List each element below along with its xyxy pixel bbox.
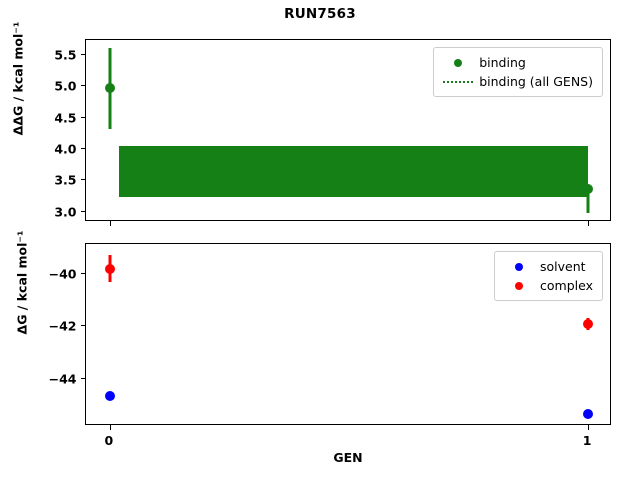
y-tick-mark: 4.5 <box>54 110 86 125</box>
y-tick-label: −42 <box>48 318 77 334</box>
top-y-axis-label: ΔΔG / kcal mol⁻¹ <box>10 21 26 136</box>
bottom-panel-axes: −40 −42 −44 solvent complex <box>49 243 611 430</box>
bottom-panel-legend[interactable]: solvent complex <box>494 251 603 301</box>
y-tick-label: 5.5 <box>54 47 77 63</box>
x-tick-mark <box>109 424 111 430</box>
legend-item-solvent: solvent <box>502 257 593 276</box>
binding-all-gens-band <box>119 146 589 197</box>
y-tick-label: 4.5 <box>54 110 77 126</box>
legend-label-solvent: solvent <box>540 259 586 274</box>
figure-title: RUN7563 <box>284 6 356 22</box>
legend-label-complex: complex <box>540 278 593 293</box>
top-panel-legend[interactable]: binding binding (all GENS) <box>433 47 603 97</box>
legend-label-binding-all-gens: binding (all GENS) <box>479 74 593 89</box>
bottom-plot-area <box>86 244 610 424</box>
y-tick-label: 5.0 <box>54 78 77 94</box>
y-tick-mark: 5.5 <box>54 47 86 62</box>
binding-marker-icon <box>441 58 475 67</box>
top-plot-area <box>86 40 610 220</box>
y-tick-label: 4.0 <box>54 141 77 157</box>
complex-marker-icon <box>502 281 536 290</box>
data-point-marker <box>104 391 115 402</box>
legend-label-binding: binding <box>479 55 526 70</box>
x-tick-mark <box>588 220 590 226</box>
y-tick-mark: −42 <box>49 319 86 334</box>
y-tick-mark: 5.0 <box>54 79 86 94</box>
y-tick-label: 3.5 <box>54 172 77 188</box>
top-panel-axes: 3.0 3.5 4.0 4.5 5.0 5.5 binding binding (all … <box>54 39 611 226</box>
x-tick-mark <box>588 424 590 430</box>
bottom-y-axis-label: ΔG / kcal mol⁻¹ <box>14 230 30 335</box>
x-tick-mark <box>109 220 111 226</box>
y-tick-mark: 4.0 <box>54 141 86 156</box>
dotted-line-icon <box>441 80 475 83</box>
y-tick-label: 3.0 <box>54 204 77 220</box>
y-tick-label: −40 <box>48 266 77 282</box>
legend-item-binding-all-gens: binding (all GENS) <box>441 72 593 91</box>
y-tick-mark: 3.5 <box>54 173 86 188</box>
x-tick-label: 1 <box>582 433 592 448</box>
data-point-marker <box>583 408 594 419</box>
data-point-marker <box>583 183 594 194</box>
x-tick-label: 0 <box>104 433 114 448</box>
legend-item-binding: binding <box>441 53 593 72</box>
data-point-marker <box>583 318 594 329</box>
y-tick-mark: −40 <box>49 266 86 281</box>
x-axis-label: GEN <box>333 450 363 465</box>
error-bar <box>586 185 590 213</box>
y-tick-mark: −44 <box>49 371 86 386</box>
data-point-marker <box>104 263 115 274</box>
solvent-marker-icon <box>502 262 536 271</box>
y-tick-label: −44 <box>48 371 77 387</box>
y-tick-mark: 3.0 <box>54 204 86 219</box>
data-point-marker <box>104 83 115 94</box>
legend-item-complex: complex <box>502 276 593 295</box>
